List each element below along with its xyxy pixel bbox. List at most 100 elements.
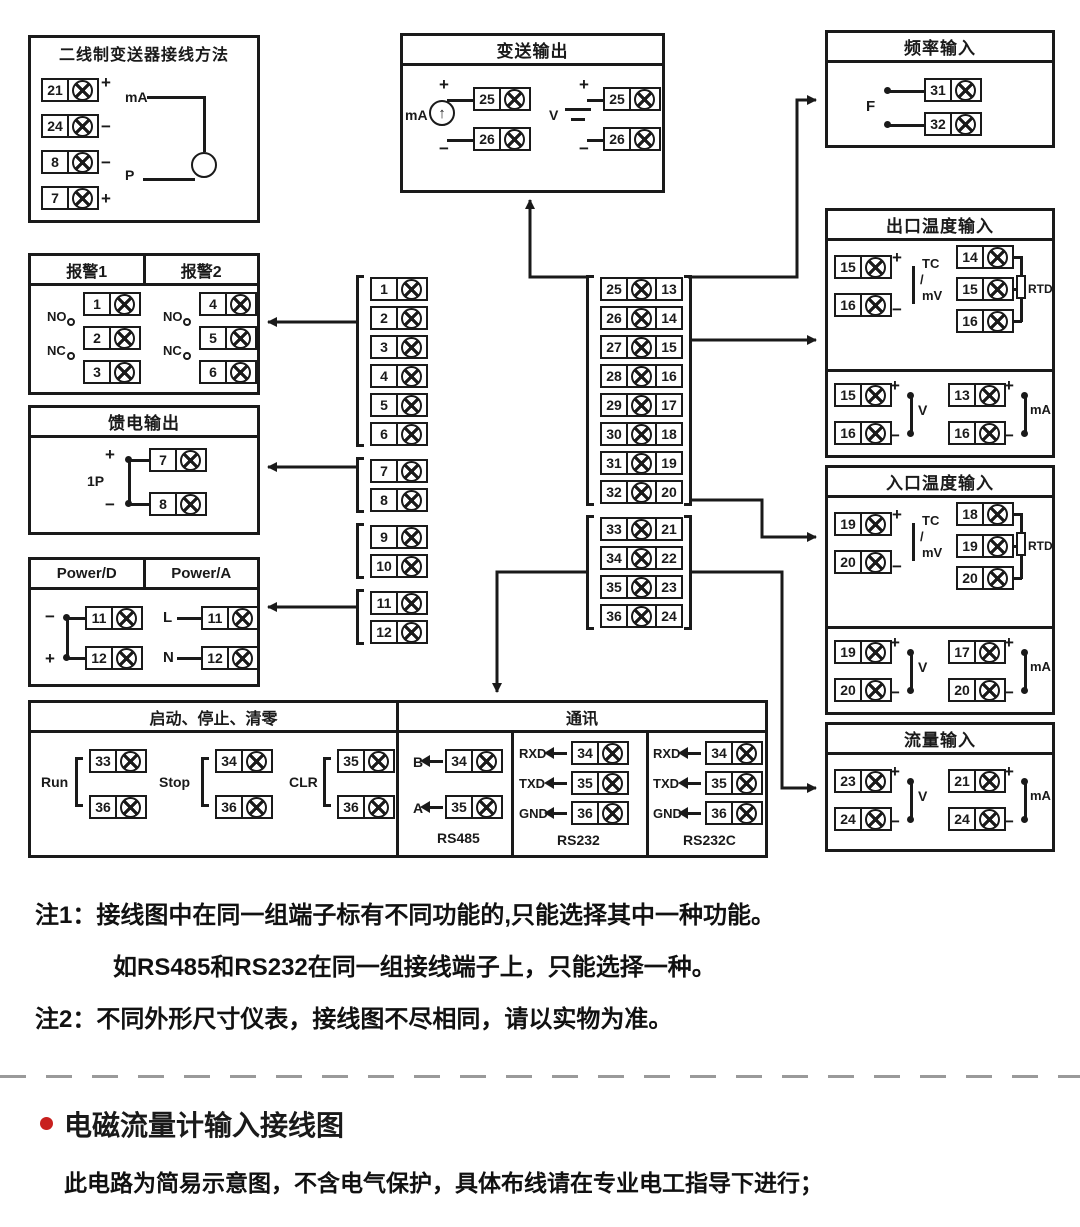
1p-label: 1P bbox=[87, 473, 105, 489]
divider bbox=[511, 733, 514, 855]
contact-icon bbox=[67, 318, 75, 326]
terminal-row: 5 bbox=[370, 393, 428, 417]
section-subtext: 此电路为简易示意图，不含电气保护，具体布线请在专业电工指导下进行； bbox=[64, 1170, 823, 1196]
wire bbox=[447, 99, 475, 102]
screw-terminal-icon bbox=[240, 749, 273, 773]
alarm1-title: 报警1 bbox=[66, 263, 108, 281]
wire-dot bbox=[907, 816, 914, 823]
alarm-box: 报警1 报警2 1 2 3 NO NC 4 5 6 NO NC bbox=[28, 253, 260, 395]
battery-icon bbox=[565, 108, 591, 111]
terminal-number: 34 bbox=[705, 741, 733, 765]
section-heading: 电磁流量计输入接线图 bbox=[64, 1110, 345, 1141]
terminal-number: 35 bbox=[445, 795, 473, 819]
wire bbox=[1010, 513, 1022, 516]
terminal-number: 15 bbox=[655, 335, 683, 359]
wire-dot bbox=[907, 430, 914, 437]
group-bracket bbox=[586, 275, 594, 506]
terminal-row: 33 bbox=[89, 749, 147, 773]
screw-terminal-icon bbox=[981, 245, 1014, 269]
terminal-number: 2 bbox=[83, 326, 111, 350]
terminal-number: 15 bbox=[834, 383, 862, 407]
screw-terminal-icon bbox=[625, 364, 658, 388]
terminal-row: 32 bbox=[924, 112, 982, 136]
wire-dot bbox=[1021, 687, 1028, 694]
terminal-row: 4 bbox=[199, 292, 257, 316]
terminal-number: 34 bbox=[445, 749, 473, 773]
terminal-row: 7 bbox=[41, 186, 99, 210]
wire bbox=[203, 96, 206, 152]
screw-terminal-icon bbox=[66, 78, 99, 102]
bottom-headers: 启动、停止、清零 通讯 bbox=[31, 703, 765, 733]
polarity-label: + bbox=[45, 649, 55, 668]
terminal-number: 32 bbox=[600, 480, 628, 504]
terminal-row: 2 bbox=[83, 326, 141, 350]
terminal-row: 17 bbox=[948, 640, 1006, 664]
outlet-temp-box: 出口温度输入 15 16 + − TC / mV 14 15 16 RTD 15… bbox=[825, 208, 1055, 458]
screw-terminal-icon bbox=[859, 807, 892, 831]
tc-label: TC bbox=[922, 513, 940, 528]
wire-dot bbox=[907, 649, 914, 656]
terminal-row: 5 bbox=[199, 326, 257, 350]
wire bbox=[1024, 781, 1027, 817]
terminal-number: 29 bbox=[600, 393, 628, 417]
v-label: V bbox=[549, 107, 559, 123]
neutral-label: N bbox=[163, 649, 174, 666]
no-label: NO bbox=[163, 309, 183, 324]
v-label: V bbox=[918, 659, 928, 675]
terminal-number: 4 bbox=[370, 364, 398, 388]
terminal-number: 16 bbox=[956, 309, 984, 333]
txd-label: TXD bbox=[653, 776, 679, 791]
terminal-number: 14 bbox=[655, 306, 683, 330]
txd-label: TXD bbox=[519, 776, 545, 791]
terminal-number: 36 bbox=[571, 801, 599, 825]
wire-dot bbox=[63, 614, 70, 621]
polarity-label: − bbox=[101, 153, 111, 172]
terminal-number: 35 bbox=[571, 771, 599, 795]
screw-terminal-icon bbox=[625, 604, 658, 628]
screw-terminal-icon bbox=[859, 255, 892, 279]
screw-terminal-icon bbox=[395, 488, 428, 512]
screw-terminal-icon bbox=[395, 591, 428, 615]
screw-terminal-icon bbox=[973, 640, 1006, 664]
screw-terminal-icon bbox=[395, 335, 428, 359]
terminal-number: 25 bbox=[473, 87, 501, 111]
screw-terminal-icon bbox=[66, 150, 99, 174]
terminal-row: 13 bbox=[948, 383, 1006, 407]
rs232-label: RS232 bbox=[557, 832, 600, 848]
group-bracket bbox=[356, 457, 364, 513]
wire-dot bbox=[125, 500, 132, 507]
terminal-number: 30 bbox=[600, 422, 628, 446]
run-label: Run bbox=[41, 774, 69, 790]
screw-terminal-icon bbox=[108, 326, 141, 350]
polarity-label: + bbox=[1004, 762, 1014, 781]
dashed-separator bbox=[0, 1075, 1080, 1078]
group-bracket bbox=[586, 515, 594, 630]
wire bbox=[1010, 256, 1022, 259]
terminal-row: 19 bbox=[956, 534, 1014, 558]
polarity-label: − bbox=[45, 607, 55, 626]
rs485-a-label: A bbox=[413, 800, 424, 816]
terminal-number: 12 bbox=[370, 620, 398, 644]
section-divider bbox=[828, 626, 1052, 629]
wire bbox=[910, 395, 913, 431]
terminal-row: 19 bbox=[834, 640, 892, 664]
terminal-number: 20 bbox=[956, 566, 984, 590]
wire-dot bbox=[1021, 430, 1028, 437]
terminal-row: 14 bbox=[956, 245, 1014, 269]
power-box: Power/D Power/A − 11 + 12 L 11 N 12 bbox=[28, 557, 260, 687]
screw-terminal-icon bbox=[730, 771, 763, 795]
terminal-number: 36 bbox=[89, 795, 117, 819]
terminal-number: 18 bbox=[655, 422, 683, 446]
polarity-label: + bbox=[101, 189, 111, 208]
ma-label: mA bbox=[1030, 659, 1051, 674]
terminal-row: 12 bbox=[85, 646, 143, 670]
terminal-number: 11 bbox=[370, 591, 398, 615]
wire bbox=[147, 96, 203, 99]
screw-terminal-icon bbox=[973, 383, 1006, 407]
terminal-row: 11 bbox=[370, 591, 428, 615]
terminal-number: 8 bbox=[41, 150, 69, 174]
terminal-number: 21 bbox=[948, 769, 976, 793]
